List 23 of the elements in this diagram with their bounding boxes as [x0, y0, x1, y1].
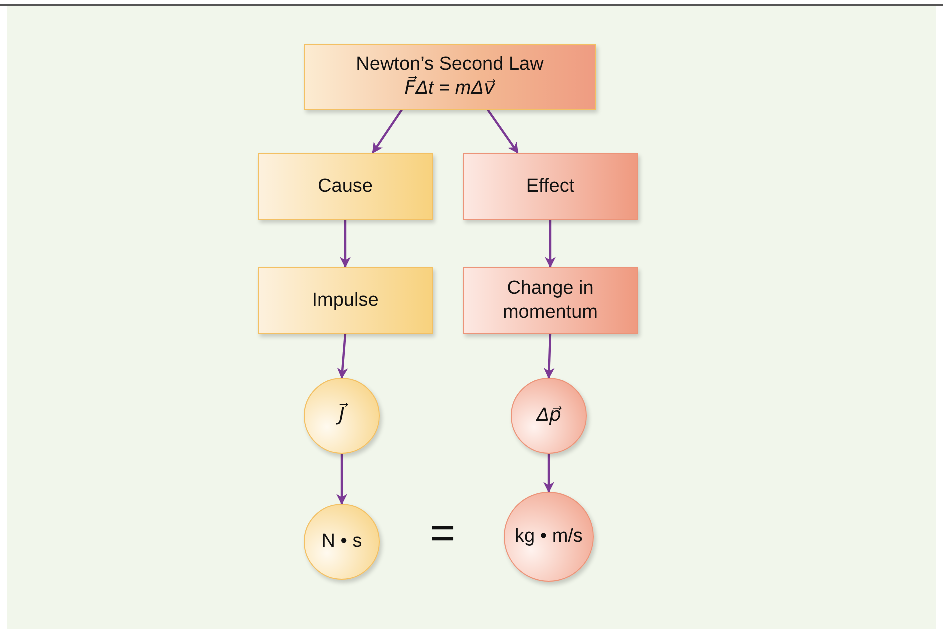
- box-title: Change in momentum: [502, 276, 600, 324]
- symbol-text: N • s: [322, 530, 362, 554]
- equation-text: F⃗Δt = mΔv⃗: [404, 77, 496, 101]
- arrow: [372, 109, 403, 154]
- arrow: [336, 454, 348, 506]
- arrow: [544, 334, 555, 380]
- process-box: [258, 267, 433, 334]
- arrow: [487, 109, 519, 154]
- process-box: [463, 153, 638, 220]
- equals-sign: =: [430, 512, 456, 556]
- process-box: [463, 267, 638, 334]
- box-title: Effect: [526, 174, 575, 198]
- arrow: [544, 454, 554, 494]
- box-title: Cause: [318, 174, 373, 198]
- symbol-text: Δp⃗: [536, 404, 562, 428]
- box-title: Impulse: [312, 288, 379, 312]
- process-box: [258, 153, 433, 220]
- symbol-text: kg • m/s: [515, 525, 583, 549]
- process-box: [304, 44, 596, 110]
- box-title: Newton’s Second Law: [356, 53, 544, 76]
- arrow: [340, 220, 351, 268]
- arrow: [545, 220, 556, 268]
- arrow: [337, 334, 348, 380]
